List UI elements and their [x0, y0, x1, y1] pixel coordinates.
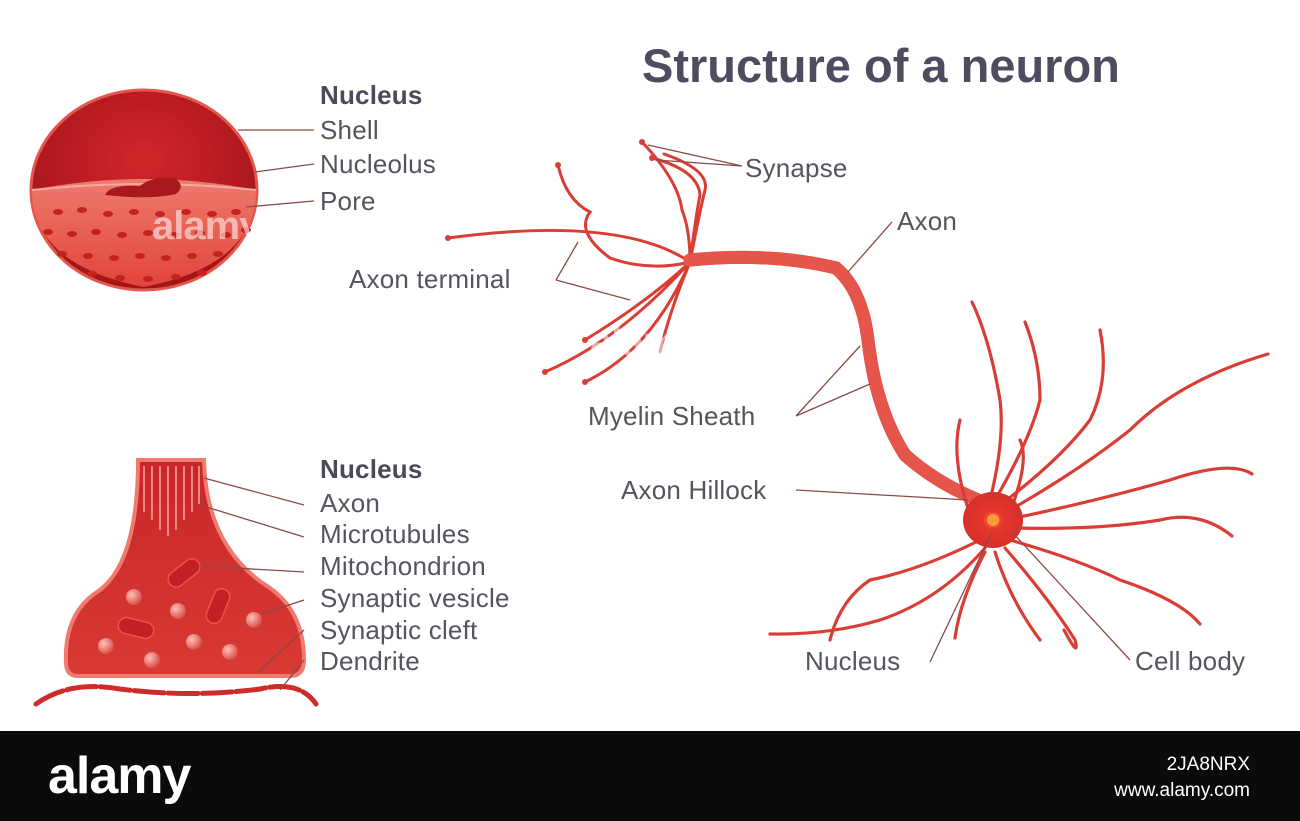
- mitochondria: [117, 558, 231, 640]
- label-axon-hillock: Axon Hillock: [621, 475, 767, 505]
- axon-hillock-leader: [795, 489, 969, 501]
- synapse-axon-leader: [203, 477, 305, 506]
- footer-brand-logo: alamy: [48, 747, 191, 805]
- label-shell: Shell: [320, 115, 379, 145]
- dendrite-membrane: [33, 684, 319, 707]
- label-cell-body: Cell body: [1135, 646, 1246, 676]
- watermark-1: alamy: [152, 204, 261, 248]
- cleft-leader: [257, 629, 305, 673]
- label-axon: Axon: [897, 206, 958, 236]
- label-synapse-axon: Axon: [320, 488, 381, 518]
- pore-leader: [245, 200, 315, 208]
- label-mitochondrion: Mitochondrion: [320, 551, 486, 581]
- dendrite-leader: [279, 659, 305, 691]
- nucleus-inset-heading: Nucleus: [320, 80, 423, 110]
- footer-bar: [0, 731, 1300, 821]
- watermark-2: alamy: [590, 320, 699, 364]
- microtubules-leader: [199, 504, 305, 538]
- label-synaptic-vesicle: Synaptic vesicle: [320, 583, 510, 613]
- cell-body-leader: [1011, 531, 1131, 661]
- label-synaptic-cleft: Synaptic cleft: [320, 615, 478, 645]
- label-dendrite: Dendrite: [320, 646, 420, 676]
- nucleus-leader: [929, 531, 993, 663]
- cell-nucleus-dot: [987, 514, 999, 526]
- mitochondrion-leader: [199, 565, 305, 573]
- label-nucleus: Nucleus: [805, 646, 901, 676]
- nucleolus-shape: [105, 177, 181, 198]
- vesicle-leader: [261, 599, 305, 615]
- footer-image-id: 2JA8NRX: [1166, 754, 1250, 775]
- axon-leader: [847, 221, 893, 273]
- synapse-leader-2: [655, 159, 743, 167]
- neuron-illustration: [445, 139, 1270, 650]
- nucleus-illustration: [29, 88, 259, 292]
- label-myelin-sheath: Myelin Sheath: [588, 401, 756, 431]
- footer-url: www.alamy.com: [1114, 779, 1250, 801]
- label-nucleolus: Nucleolus: [320, 149, 436, 179]
- nucleolus-leader: [254, 163, 315, 173]
- microtubules: [143, 466, 200, 536]
- label-axon-terminal: Axon terminal: [349, 264, 511, 294]
- axon-terminal-leader: [555, 241, 631, 301]
- label-pore: Pore: [320, 186, 376, 216]
- label-microtubules: Microtubules: [320, 519, 470, 549]
- synapse-inset-heading: Nucleus: [320, 454, 423, 484]
- diagram-title: Structure of a neuron: [642, 39, 1120, 92]
- synapse-leader-1: [647, 144, 743, 167]
- synapse-illustration: [33, 458, 319, 707]
- nuclear-pores: [43, 207, 251, 282]
- synaptic-vesicles: [98, 589, 262, 668]
- label-synapse: Synapse: [745, 153, 848, 183]
- footer-image-info: 2JA8NRX www.alamy.com: [1114, 752, 1250, 803]
- myelin-sheath-leader: [795, 345, 871, 417]
